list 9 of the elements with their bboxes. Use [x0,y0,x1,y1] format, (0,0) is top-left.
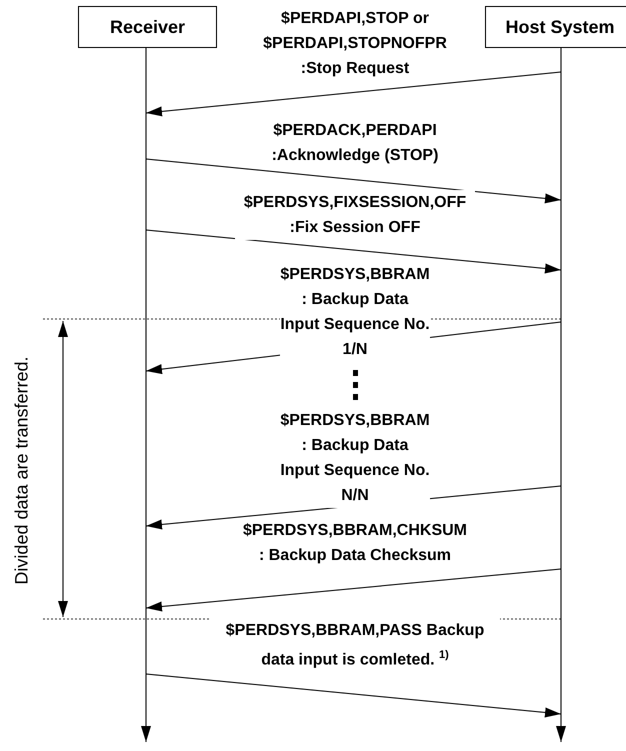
edge-label: $PERDSYS,FIXSESSION,OFF :Fix Session OFF [235,190,475,240]
participant-name: Receiver [110,16,186,38]
message-arrow [146,158,562,204]
message-arrow [146,230,562,274]
side-note: Divided data are transferred. [12,356,33,584]
message-arrow [146,568,562,612]
message-arrow [146,72,562,116]
participant-name: Host System [505,16,615,38]
message-arrow [146,674,562,718]
